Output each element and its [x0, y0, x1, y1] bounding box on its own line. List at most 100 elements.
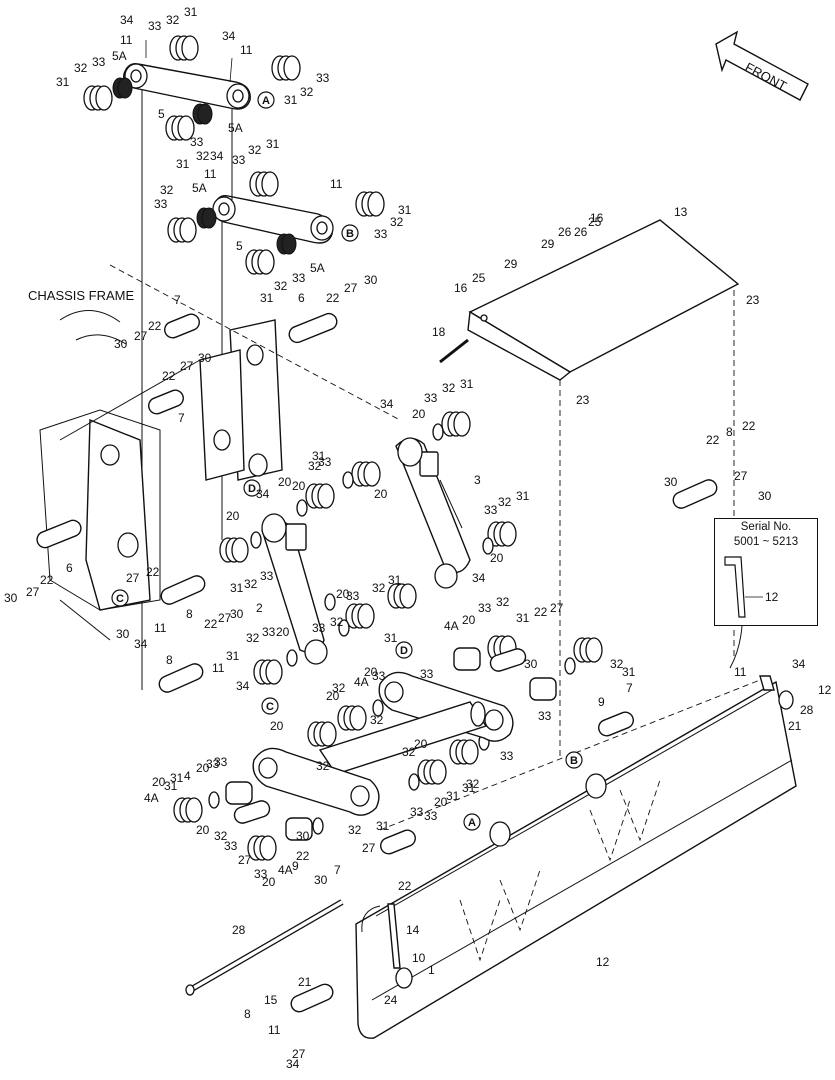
serial-title: Serial No.: [740, 521, 792, 533]
callout-c-left: C: [111, 589, 129, 607]
part-number-label: 4A: [278, 863, 293, 877]
part-number-label: 29: [504, 257, 518, 271]
part-number-label: 33: [206, 757, 220, 771]
part-number-label: 7: [178, 411, 185, 425]
part-number-label: 20: [434, 795, 448, 809]
callout-a-blade-text: A: [468, 817, 476, 829]
part-number-label: 6: [298, 291, 305, 305]
serial-range: 5001 ~ 5213: [733, 536, 799, 548]
part-number-label: 32: [214, 829, 228, 843]
part-number-label: 27: [344, 281, 358, 295]
part-number-label: 31: [376, 819, 390, 833]
part-number-label: 20: [462, 613, 476, 627]
spring-sets-top: [83, 35, 301, 141]
chassis-frame: [39, 264, 401, 641]
part-number-label: 30: [758, 489, 772, 503]
serial-part-graphic: 12: [724, 556, 779, 618]
seal-rings-20: [208, 423, 576, 835]
part-number-label: 32: [370, 713, 384, 727]
part-number-label: 34: [210, 149, 224, 163]
part-number-label: 30: [364, 273, 378, 287]
part-number-label: 34: [472, 571, 486, 585]
part-number-label: 31: [516, 611, 530, 625]
part-number-label: 34: [256, 487, 270, 501]
part-number-label: 22: [398, 879, 412, 893]
part-number-label: 20: [336, 587, 350, 601]
part-number-label: 24: [384, 993, 398, 1007]
pin-8-left-mid: [160, 575, 206, 605]
part-number-label: 33: [254, 867, 268, 881]
part-number-label: 22: [706, 433, 720, 447]
part-number-label: 30: [230, 607, 244, 621]
pin-6-lower: [36, 519, 82, 549]
part-number-label: 32: [330, 615, 344, 629]
part-number-label: 5A: [192, 181, 207, 195]
part-number-label: 33: [316, 71, 330, 85]
part-number-label: 33: [92, 55, 106, 69]
part-number-label: 6: [66, 561, 73, 575]
part-number-label: 26: [574, 225, 588, 239]
part-number-label: 20: [152, 775, 166, 789]
part-number-label: 28: [232, 923, 246, 937]
callout-c-mid: C: [261, 697, 279, 715]
part-number-label: 22: [40, 573, 54, 587]
part-number-label: 33: [424, 391, 438, 405]
part-number-label: 34: [286, 1057, 300, 1071]
part-number-label: 31: [230, 581, 244, 595]
part-number-label: 33: [500, 749, 514, 763]
part-number-label: 33: [232, 153, 246, 167]
part-number-label: 11: [240, 43, 253, 57]
callout-b-blade: B: [565, 751, 583, 769]
part-number-label: 4A: [444, 619, 459, 633]
cover-plate-13: [467, 219, 740, 760]
spring-sets-second: [167, 171, 385, 275]
part-number-label: 32: [166, 13, 180, 27]
part-number-label: 12: [596, 955, 610, 969]
part-number-label: 29: [541, 237, 555, 251]
part-number-label: 22: [148, 319, 162, 333]
part-number-label: 33: [478, 601, 492, 615]
part-number-label: 31: [176, 157, 190, 171]
link-5-upper: [123, 40, 251, 110]
part-number-label: 11: [204, 167, 217, 181]
spring-sets-mid: [219, 411, 603, 685]
part-number-label: 20: [490, 551, 504, 565]
part-number-label: 22: [296, 849, 310, 863]
link-5-lower: [212, 195, 334, 244]
part-number-label: 11: [268, 1023, 281, 1037]
part-number-label: 27: [734, 469, 748, 483]
part-number-label: 31: [170, 771, 184, 785]
part-number-label: 33: [224, 839, 238, 853]
part-number-label: 4A: [144, 791, 159, 805]
part-number-label: 31: [398, 203, 412, 217]
part-number-label: 32: [246, 631, 260, 645]
part-number-label: 33: [154, 197, 168, 211]
part-number-label: 31: [460, 377, 474, 391]
part-number-label: 30: [296, 829, 310, 843]
part-number-label: 31: [622, 665, 636, 679]
callout-d-mid: D: [395, 641, 413, 659]
bolt-18: [439, 338, 469, 364]
part-number-label: 7: [174, 293, 181, 307]
part-number-label: 30: [314, 873, 328, 887]
part-number-label: 26: [558, 225, 572, 239]
part-number-label: 31: [226, 649, 240, 663]
callout-d-left: D: [243, 479, 261, 497]
part-number-label: 3: [474, 473, 481, 487]
part-number-label: 8: [726, 425, 733, 439]
part-number-label: 20: [326, 689, 340, 703]
part-number-label: 32: [244, 577, 258, 591]
part-number-label: 30: [664, 475, 678, 489]
part-number-label: 33: [538, 709, 552, 723]
part-number-label: 32: [196, 149, 210, 163]
part-number-label: 5: [158, 107, 165, 121]
part-number-label: 22: [162, 369, 176, 383]
part-number-label: 20: [196, 823, 210, 837]
part-number-label: 27: [218, 611, 232, 625]
part-number-label: 30: [114, 337, 128, 351]
part-number-label: 4: [184, 769, 191, 783]
part-number-label: 31: [266, 137, 280, 151]
part-number-label: 20: [196, 761, 210, 775]
part-number-label: 30: [198, 351, 212, 365]
